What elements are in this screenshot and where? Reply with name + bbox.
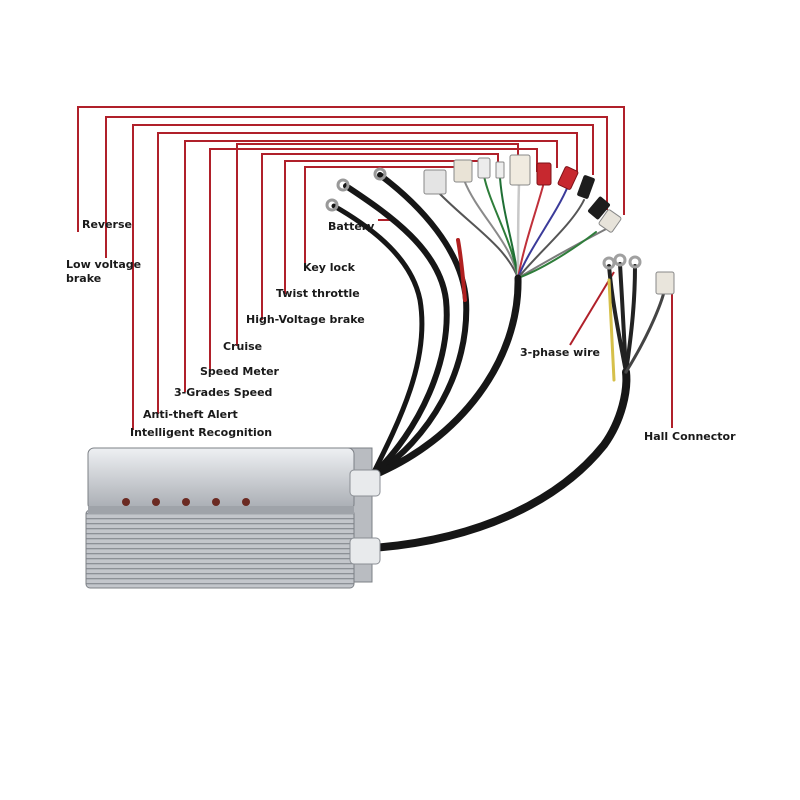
reverse-connector xyxy=(598,209,622,233)
cable-gland-top xyxy=(349,469,381,497)
cable-gland-bottom xyxy=(349,537,381,565)
key-lock-connector xyxy=(423,169,447,195)
leader-anti-theft xyxy=(157,132,578,414)
phase-ring-terminal xyxy=(602,256,616,270)
controller-housing xyxy=(85,447,381,589)
label-twist-throttle: Twist throttle xyxy=(276,287,360,300)
3-grades-speed-connector xyxy=(536,162,552,186)
high-voltage-brake-connector xyxy=(477,157,491,179)
housing-bottom xyxy=(85,509,355,589)
battery-ring-terminal xyxy=(373,167,387,181)
label-3-grades-speed: 3-Grades Speed xyxy=(174,386,273,399)
leader-lines xyxy=(77,106,673,430)
label-cruise: Cruise xyxy=(223,340,263,353)
label-reverse: Reverse xyxy=(82,218,132,231)
leader-reverse xyxy=(77,106,625,232)
cable-bundle xyxy=(331,172,666,552)
phase-ring-terminal xyxy=(628,255,642,269)
label-speed-meter: Speed Meter xyxy=(200,365,279,378)
intelligent-recognition-connector xyxy=(577,175,595,199)
label-battery: Battery xyxy=(328,220,375,233)
label-anti-theft-alert: Anti-theft Alert xyxy=(143,408,238,421)
leader-3-grades xyxy=(184,140,558,392)
label-3-phase-wire: 3-phase wire xyxy=(520,346,601,359)
label-low-voltage-brake: Low voltage brake xyxy=(66,258,142,285)
low-voltage-brake-connector xyxy=(588,196,610,220)
label-hall-connector: Hall Connector xyxy=(644,430,736,443)
indicator-led xyxy=(152,498,160,506)
connectors xyxy=(325,154,675,295)
leader-3-phase xyxy=(569,271,615,346)
label-high-voltage-brake: High-Voltage brake xyxy=(246,313,365,326)
leader-speed-meter xyxy=(209,148,538,372)
indicator-led xyxy=(212,498,220,506)
speed-meter-connector xyxy=(509,154,531,186)
hall-connector-plug xyxy=(655,271,675,295)
indicator-led xyxy=(242,498,250,506)
label-key-lock: Key lock xyxy=(303,261,355,274)
phase-ring-terminal xyxy=(613,253,627,267)
label-intelligent-recognition: Intelligent Recognition xyxy=(130,426,273,439)
indicator-led xyxy=(122,498,130,506)
anti-theft-connector xyxy=(557,166,579,190)
indicator-led xyxy=(182,498,190,506)
cruise-connector xyxy=(495,161,505,179)
twist-throttle-connector xyxy=(453,159,473,183)
leader-low-voltage-brake xyxy=(105,116,608,258)
battery-ring-terminal xyxy=(325,198,339,212)
battery-ring-terminal xyxy=(336,178,350,192)
leader-intelligent-recognition xyxy=(132,124,594,430)
